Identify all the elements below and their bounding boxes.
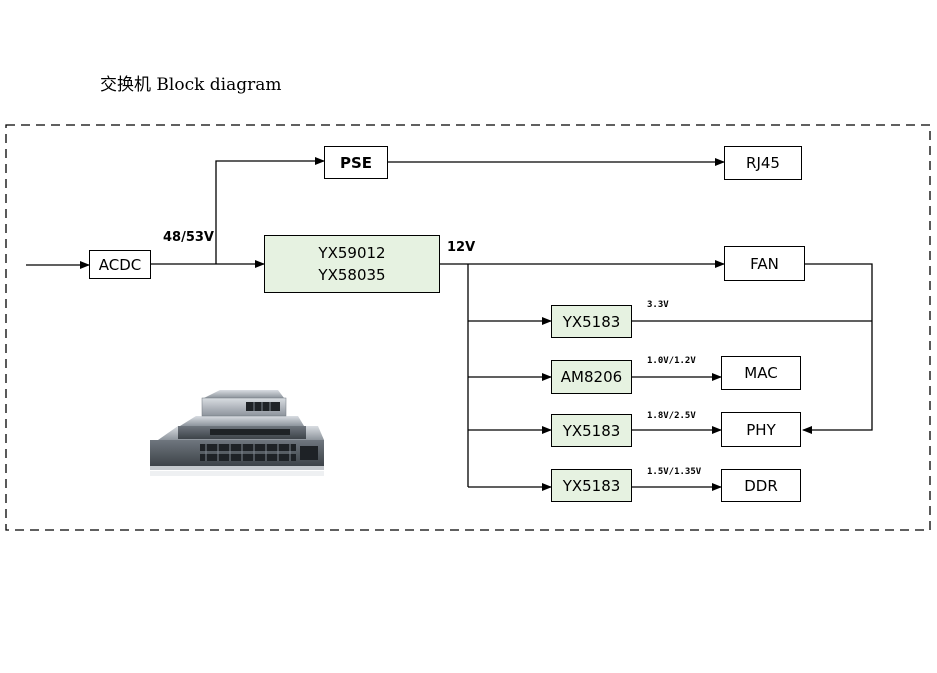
mac-block: MAC <box>721 356 801 390</box>
input-voltage-label: 48/53V <box>163 230 214 245</box>
fan-block: FAN <box>724 246 805 281</box>
rail-4-voltage-label: 1.5V/1.35V <box>647 467 702 477</box>
main-chip-block: YX59012 YX58035 <box>264 235 440 293</box>
bus-voltage-label: 12V <box>447 240 476 255</box>
phy-block: PHY <box>721 412 801 447</box>
rail-2-voltage-label: 1.0V/1.2V <box>647 356 696 366</box>
acdc-block: ACDC <box>89 250 151 279</box>
regulator-3-block: YX5183 <box>551 414 632 447</box>
regulator-2-block: AM8206 <box>551 360 632 394</box>
rail-3-voltage-label: 1.8V/2.5V <box>647 411 696 421</box>
rj45-block: RJ45 <box>724 146 802 180</box>
acdc-to-pse-arrow <box>215 157 325 264</box>
rail-1-voltage-label: 3.3V <box>647 300 669 310</box>
regulator-4-block: YX5183 <box>551 469 632 502</box>
network-switch-stack-image <box>150 390 324 476</box>
ddr-block: DDR <box>721 469 801 502</box>
system-boundary <box>5 124 931 531</box>
pse-block: PSE <box>324 146 388 179</box>
fan-to-phy-arrow <box>802 263 873 434</box>
regulator-1-block: YX5183 <box>551 305 632 338</box>
main-chip-label-2: YX58035 <box>318 266 386 284</box>
page-title: 交换机 Block diagram <box>100 75 282 95</box>
main-chip-label-1: YX59012 <box>318 244 386 262</box>
